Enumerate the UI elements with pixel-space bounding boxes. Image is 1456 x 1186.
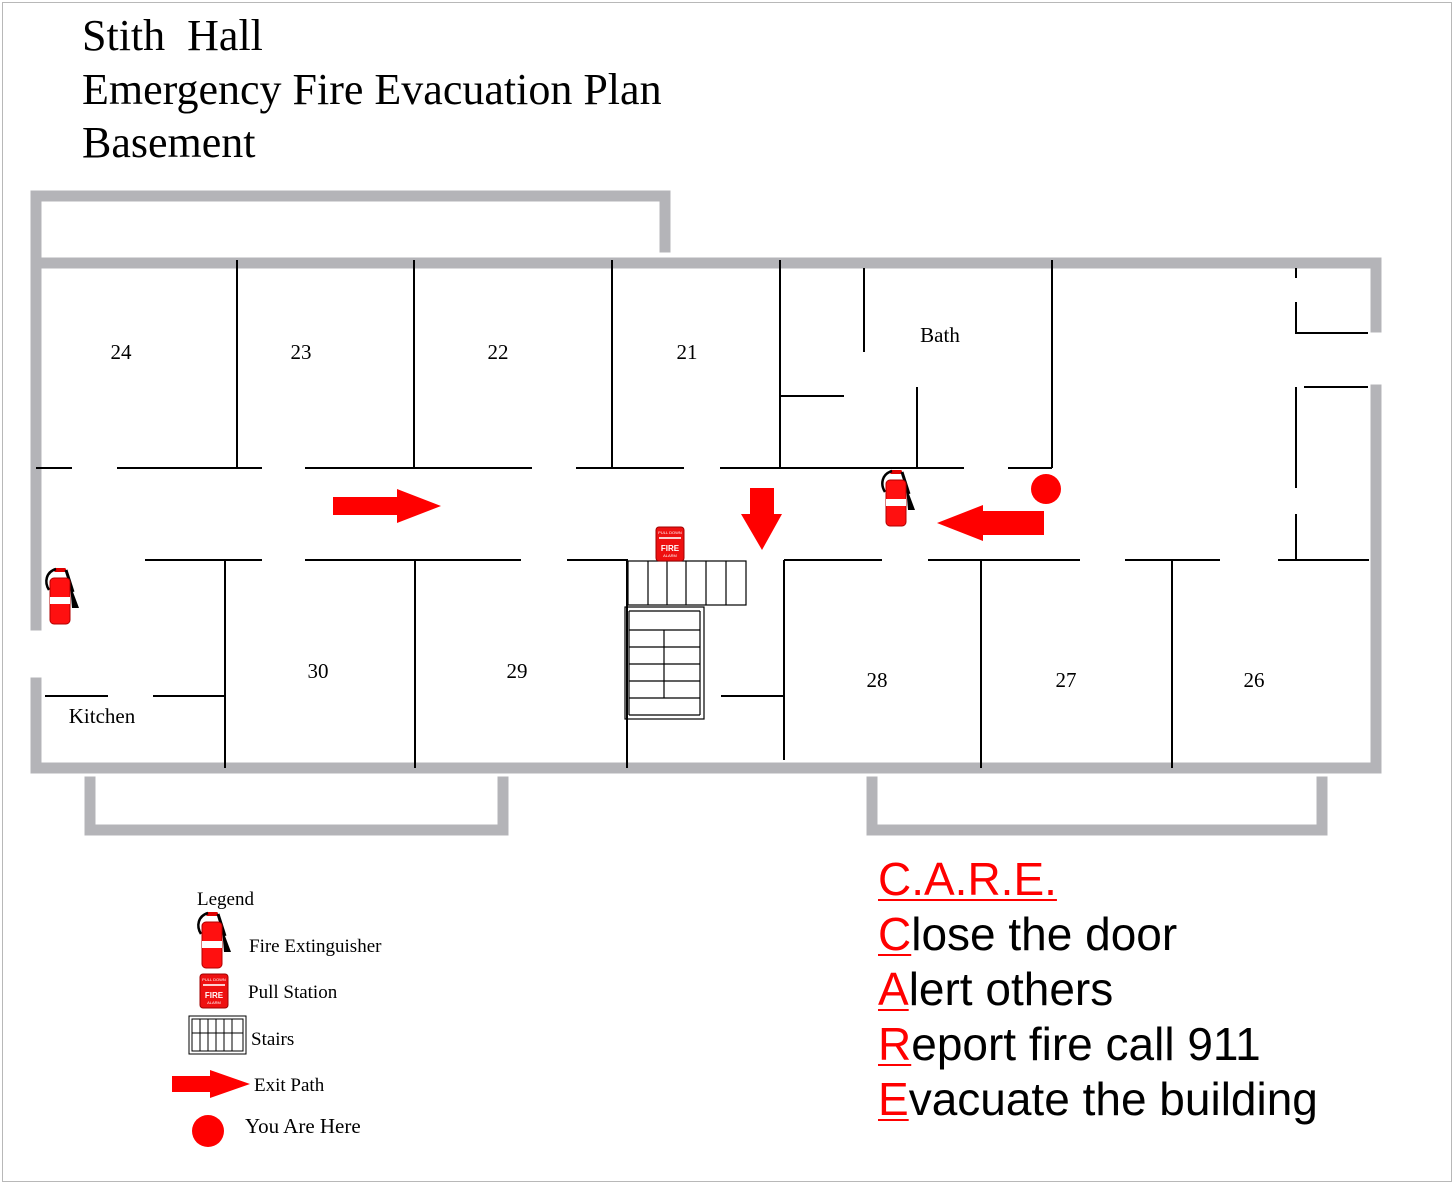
building-title: Stith Hall xyxy=(82,11,263,60)
room-22-label: 22 xyxy=(488,340,509,364)
legend-heading: Legend xyxy=(197,889,254,910)
legend-pull-station-mid-text: FIRE xyxy=(205,991,224,1000)
legend-stairs-icon xyxy=(188,1015,247,1055)
care-line-close: Close the door xyxy=(878,911,1177,957)
care-letter: E xyxy=(878,1073,909,1125)
bath-label: Bath xyxy=(920,323,960,347)
exit-arrow-icon xyxy=(741,488,782,550)
legend-pull-station-label: Pull Station xyxy=(248,982,338,1003)
pull-station-mid-text: FIRE xyxy=(661,544,680,553)
exit-arrow-icon xyxy=(937,505,1044,541)
legend-exit-arrow-icon xyxy=(172,1070,250,1098)
care-heading-text: C.A.R.E. xyxy=(878,853,1057,905)
legend-exit-path-label: Exit Path xyxy=(254,1075,325,1096)
legend-fire-extinguisher-icon xyxy=(196,910,233,970)
care-heading: C.A.R.E. xyxy=(878,856,1057,902)
care-text: eport fire call 911 xyxy=(911,1018,1261,1070)
legend-pull-station-top-text: PULL DOWN xyxy=(202,977,226,982)
stairs xyxy=(624,560,747,720)
room-23-label: 23 xyxy=(291,340,312,364)
exit-arrow-icon xyxy=(333,489,441,523)
you-are-here-dot xyxy=(1031,474,1061,504)
room-28-label: 28 xyxy=(867,668,888,692)
room-26-label: 26 xyxy=(1244,668,1265,692)
room-30-label: 30 xyxy=(308,659,329,683)
legend-pull-station-icon: PULL DOWN FIRE ALARM xyxy=(199,973,229,1009)
pull-station-bottom-text: ALARM xyxy=(663,553,677,558)
room-21-label: 21 xyxy=(677,340,698,364)
room-24-label: 24 xyxy=(111,340,133,364)
care-text: lert others xyxy=(908,963,1114,1015)
fire-extinguisher-icon xyxy=(44,566,81,626)
room-27-label: 27 xyxy=(1056,668,1077,692)
floor-title: Basement xyxy=(82,118,256,167)
care-letter: C xyxy=(878,908,912,960)
pull-station-icon: PULL DOWN FIRE ALARM xyxy=(655,526,685,562)
care-letter: R xyxy=(878,1018,912,1070)
legend-fire-extinguisher-label: Fire Extinguisher xyxy=(249,936,382,957)
care-line-evacuate: Evacuate the building xyxy=(878,1076,1318,1122)
legend-you-are-here-dot xyxy=(192,1115,224,1147)
kitchen-label: Kitchen xyxy=(69,704,136,728)
care-line-report: Report fire call 911 xyxy=(878,1021,1261,1067)
plan-title: Emergency Fire Evacuation Plan xyxy=(82,65,662,114)
fire-extinguisher-icon xyxy=(880,468,917,528)
room-29-label: 29 xyxy=(507,659,528,683)
legend-pull-station-bottom-text: ALARM xyxy=(207,1000,221,1005)
care-text: vacuate the building xyxy=(908,1073,1318,1125)
care-line-alert: Alert others xyxy=(878,966,1113,1012)
legend-stairs-label: Stairs xyxy=(251,1029,295,1050)
pull-station-top-text: PULL DOWN xyxy=(658,530,682,535)
care-text: lose the door xyxy=(911,908,1178,960)
interior-walls xyxy=(36,260,1369,768)
care-letter: A xyxy=(878,963,909,1015)
exterior-walls xyxy=(30,190,1382,836)
legend-you-are-here-label: You Are Here xyxy=(245,1114,361,1138)
